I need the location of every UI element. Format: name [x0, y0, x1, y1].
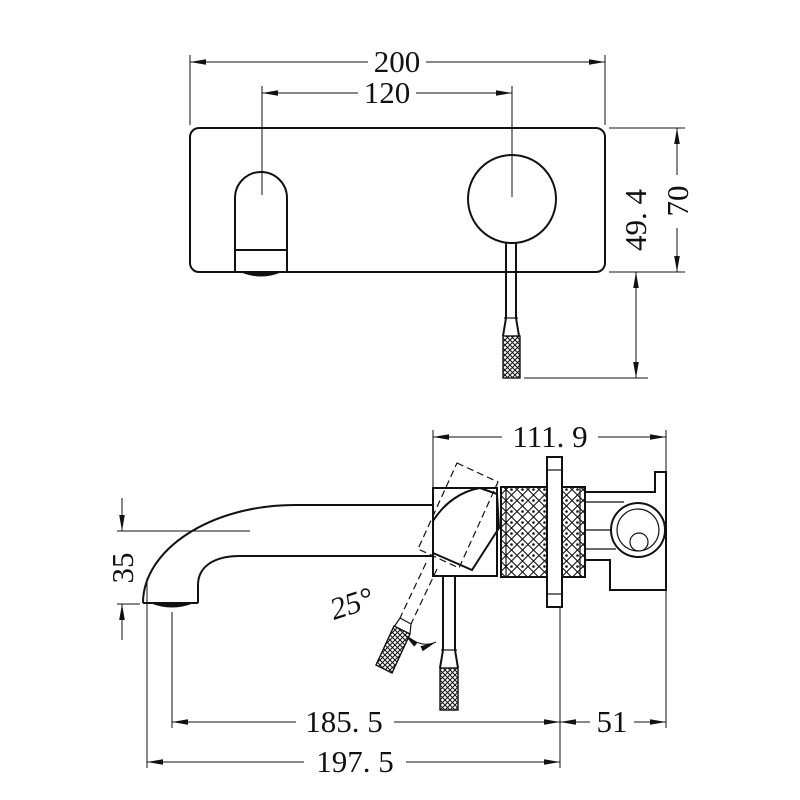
- dim-70-label: 70: [660, 186, 695, 217]
- front-view: 200 120 70 49. 4: [189, 44, 695, 379]
- lever-knurl-dashed: [375, 625, 411, 674]
- dim-35-label: 35: [105, 553, 140, 584]
- dim-49-4-label: 49. 4: [618, 189, 653, 252]
- cartridge-knurl-cylinder: [500, 486, 586, 578]
- handle-lever-side: [439, 576, 459, 711]
- dim-70: 70: [609, 127, 695, 273]
- wall-bracket-body: [585, 471, 667, 591]
- spout-front-body: [234, 171, 288, 272]
- lever-knurl-side: [439, 667, 459, 711]
- handle-lever-front: [502, 243, 521, 379]
- dim-35: 35: [105, 498, 250, 640]
- valve-port-small-circle: [629, 532, 649, 552]
- dim-25deg: 25°: [325, 580, 437, 652]
- side-view: 25° 111. 9 35 185. 5: [105, 419, 667, 779]
- dim-185-5: 185. 5: [171, 607, 561, 768]
- dim-197-5: 197. 5: [146, 578, 560, 779]
- dim-200-label: 200: [374, 44, 421, 79]
- dim-120: 120: [261, 75, 513, 197]
- spout-side-aerator: [150, 603, 194, 608]
- dim-25deg-label: 25°: [325, 580, 377, 627]
- dim-111-9: 111. 9: [432, 419, 667, 728]
- dim-111-9-label: 111. 9: [512, 419, 587, 454]
- dim-200: 200: [189, 44, 606, 125]
- spout-outer-curve: [142, 504, 433, 604]
- spout-inner-curve: [197, 555, 433, 603]
- wall-plate-outline: [189, 127, 606, 273]
- lever-head-pentagon: [432, 487, 501, 572]
- lever-knurl-front: [502, 335, 521, 379]
- spout-front-aerator: [240, 272, 282, 277]
- dim-197-5-label: 197. 5: [316, 744, 394, 779]
- lever-dashed-open-position: [375, 462, 499, 674]
- dim-51-label: 51: [597, 704, 628, 739]
- lever-head-curve: [432, 487, 481, 522]
- dim-120-label: 120: [364, 75, 411, 110]
- angle-arc-arrow: [403, 633, 437, 652]
- dim-51: 51: [560, 704, 666, 739]
- spout-side: [142, 504, 433, 608]
- dim-185-5-label: 185. 5: [305, 704, 383, 739]
- escutcheon-plate: [546, 456, 563, 608]
- spout-front: [234, 171, 288, 277]
- handle-body-block: [432, 487, 501, 577]
- dim-49-4: 49. 4: [524, 189, 653, 379]
